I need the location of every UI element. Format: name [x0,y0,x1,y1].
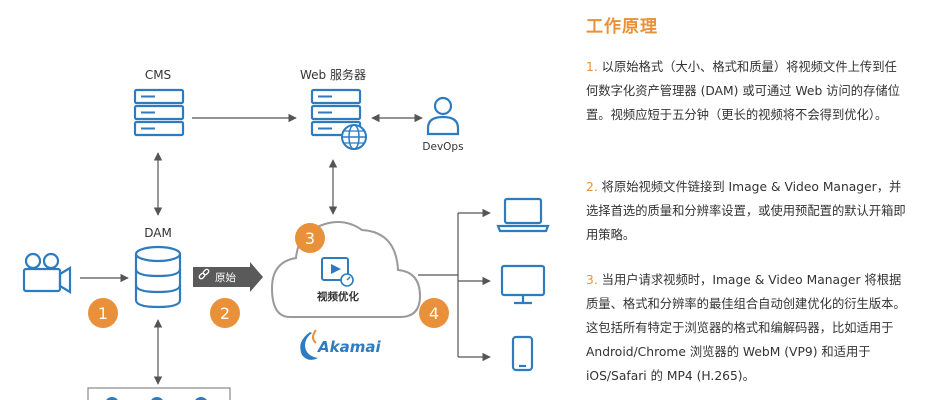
akamai-wordmark: Akamai [317,338,381,356]
step-3-body: 当用户请求视频时，Image & Video Manager 将根据质量、格式和… [586,273,906,383]
step-badge-4-number: 4 [429,304,439,323]
web-server-icon [310,88,362,137]
step-badge-4: 4 [419,298,449,328]
video-optimization-label: 视频优化 [317,290,359,303]
video-player-icon [321,257,354,287]
dam-database-icon [134,245,182,309]
partial-bottom-box [87,387,231,400]
video-camera-icon [22,252,72,294]
cms-label: CMS [145,68,171,82]
step-2-body: 将原始视频文件链接到 Image & Video Manager，并选择首选的质… [586,180,906,242]
step-2-number: 2. [586,180,598,194]
step-badge-3: 3 [295,223,325,253]
dam-label: DAM [144,226,172,240]
link-icon [198,268,210,280]
step-badge-1-number: 1 [98,304,108,323]
step-2-text: 2. 将原始视频文件链接到 Image & Video Manager，并选择首… [586,175,906,247]
workflow-diagram: 原始 CMS Web 服务器 DevOps [22,67,550,400]
globe-icon [341,124,367,150]
web-server-label: Web 服务器 [300,67,366,82]
panel-title: 工作原理 [586,17,658,37]
step-3-text: 3. 当用户请求视频时，Image & Video Manager 将根据质量、… [586,268,906,388]
step-1-number: 1. [586,60,598,74]
step-badge-1: 1 [88,298,118,328]
desktop-monitor-icon [500,264,546,305]
smartphone-icon [511,335,534,372]
devops-person-icon [426,96,460,136]
cms-server-icon [133,88,185,137]
connector-arrows [80,113,491,385]
akamai-logo: Akamai [300,329,381,360]
step-badge-2: 2 [210,298,240,328]
step-badge-2-number: 2 [220,304,230,323]
step-1-body: 以原始格式（大小、格式和质量）将视频文件上传到任何数字化资产管理器 (DAM) … [586,60,900,122]
devops-label: DevOps [422,141,463,153]
source-link-tag: 原始 [193,262,263,292]
laptop-icon [496,197,550,233]
source-tag-label: 原始 [215,271,236,284]
step-1-text: 1. 以原始格式（大小、格式和质量）将视频文件上传到任何数字化资产管理器 (DA… [586,55,906,127]
step-badge-3-number: 3 [305,229,315,248]
step-3-number: 3. [586,273,598,287]
